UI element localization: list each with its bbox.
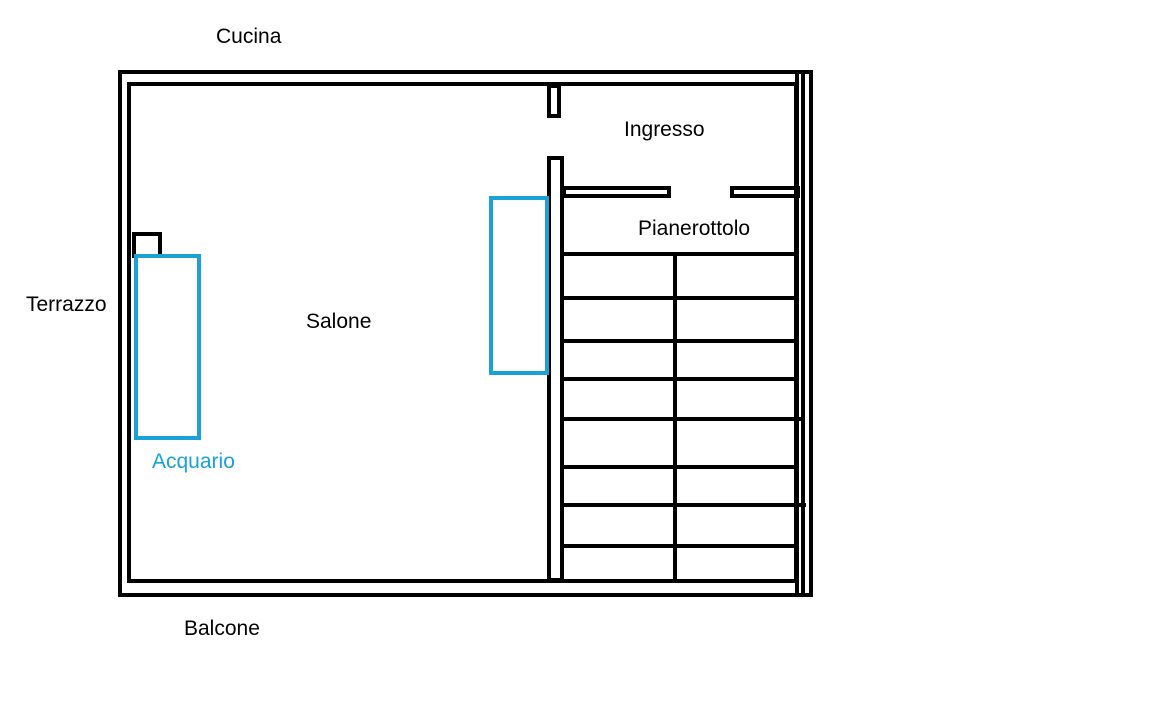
- label-balcone: Balcone: [184, 617, 260, 640]
- partition-wall: [547, 156, 564, 582]
- staircase: [564, 252, 806, 580]
- walls: [118, 70, 813, 597]
- label-cucina: Cucina: [216, 25, 282, 48]
- room-labels: Cucina Ingresso Pianerottolo Terrazzo Sa…: [26, 25, 750, 640]
- right-wall-outer: [795, 70, 813, 597]
- landing-wall-right: [730, 186, 800, 198]
- label-pianerottolo: Pianerottolo: [638, 217, 750, 240]
- label-ingresso: Ingresso: [624, 118, 705, 141]
- label-salone: Salone: [306, 310, 371, 333]
- aquarium-box: [134, 254, 201, 440]
- label-terrazzo: Terrazzo: [26, 293, 107, 316]
- terrace-door-stub: [132, 232, 162, 258]
- outer-wall: [118, 70, 805, 597]
- blue-boxes: [134, 196, 549, 440]
- label-acquario: Acquario: [152, 450, 235, 473]
- furniture-box: [489, 196, 549, 375]
- landing-wall-left: [562, 186, 671, 198]
- top-wall-stub: [547, 84, 561, 118]
